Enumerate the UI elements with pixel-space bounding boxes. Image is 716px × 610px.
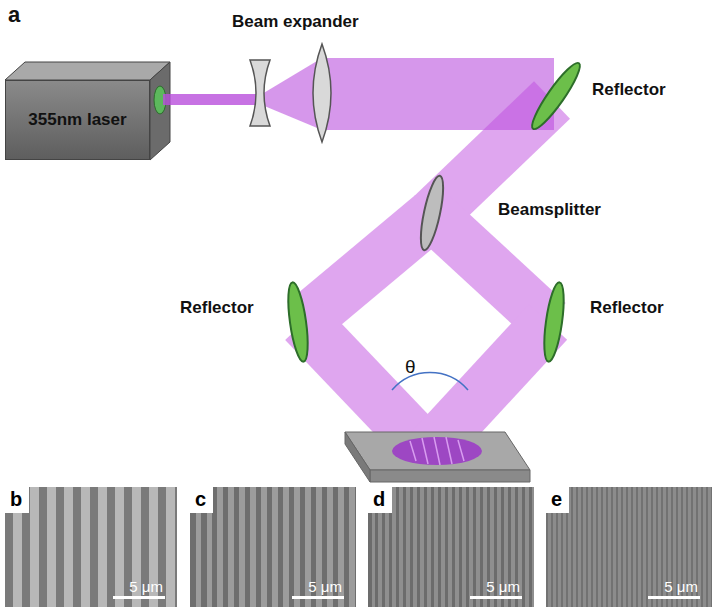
- scale-label: 5 μm: [129, 578, 163, 595]
- reflector-mirror: [527, 59, 586, 134]
- sample-side: [345, 432, 370, 482]
- panel-letter: a: [8, 2, 20, 28]
- laser-top-face: [5, 62, 170, 80]
- component-label: Reflector: [590, 298, 664, 318]
- exposure-spot: [392, 437, 482, 465]
- laser-side-face: [150, 62, 170, 160]
- scale-bar: [470, 596, 522, 599]
- angle-symbol: θ: [405, 356, 416, 378]
- panel-letter: e: [546, 487, 569, 513]
- panel-letter: d: [368, 487, 392, 513]
- reflector-mirror: [541, 281, 568, 362]
- scale-bar: [292, 596, 344, 599]
- sample-top: [345, 432, 530, 470]
- laser-beam: [163, 94, 261, 105]
- component-label: Beamsplitter: [498, 200, 601, 220]
- component-label: Reflector: [180, 298, 254, 318]
- sem-panel: b 5 μm: [5, 487, 177, 607]
- beamsplitter-plate: [416, 174, 447, 252]
- component-label: Reflector: [592, 80, 666, 100]
- sem-panel: d 5 μm: [368, 487, 534, 607]
- scale-bar: [113, 596, 165, 599]
- panel-letter: c: [190, 487, 213, 513]
- panel-letter: b: [5, 487, 29, 513]
- convex-lens: [313, 44, 331, 142]
- scale-bar: [648, 596, 700, 599]
- concave-lens: [250, 60, 270, 126]
- interference-fringes: [410, 437, 464, 465]
- sem-panel: c 5 μm: [190, 487, 356, 607]
- reflector-mirror: [285, 281, 312, 362]
- component-label: Beam expander: [232, 12, 359, 32]
- scale-label: 5 μm: [308, 578, 342, 595]
- angle-arc: [392, 372, 468, 390]
- scale-label: 5 μm: [486, 578, 520, 595]
- sample-front: [370, 470, 530, 482]
- laser-name: 355nm laser: [28, 110, 126, 130]
- scale-label: 5 μm: [664, 578, 698, 595]
- laser-box: 355nm laser: [5, 80, 150, 160]
- sem-panel: e 5 μm: [546, 487, 712, 607]
